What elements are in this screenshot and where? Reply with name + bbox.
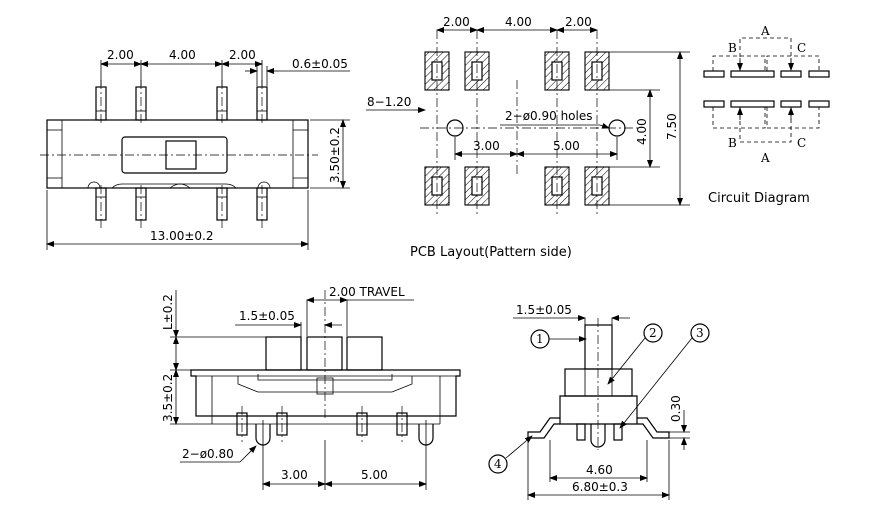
front-body [190, 369, 461, 417]
side-view: 1.5±0.05 1 2 3 4 0.30 4.60 6.80±0.3 [488, 303, 710, 500]
inner-width-dim: 4.60 [586, 463, 613, 477]
circuit-b-top: B [728, 41, 737, 55]
actuator-width-dim: 1.5±0.05 [239, 309, 295, 323]
side-actuator [584, 324, 613, 370]
top-pitch-right: 2.00 [229, 48, 256, 62]
actuator-height-dim: L±0.2 [161, 294, 175, 330]
actuator-left [265, 336, 302, 371]
callout-2: 2 [649, 326, 657, 340]
post-dia-dim: 2−ø0.80 [182, 447, 234, 461]
callout-1: 1 [536, 332, 544, 346]
circuit-caption: Circuit Diagram [708, 191, 810, 206]
slider-knob [165, 140, 197, 170]
bottom-pins [95, 185, 268, 228]
callout-4: 4 [494, 457, 502, 471]
slider-slot [121, 136, 228, 174]
pcb-overall: 7.50 [665, 113, 679, 140]
outer-width-dim: 6.80±0.3 [572, 480, 628, 494]
top-pins [95, 80, 268, 125]
front-body-height-dim: 3.5±0.2 [161, 374, 175, 422]
pin-width-dim: 0.6±0.05 [292, 57, 348, 71]
top-view: 2.00 4.00 2.00 0.6±0.05 3.50±0.2 13.00±0… [40, 48, 350, 250]
pcb-hole-left [446, 119, 464, 137]
pcb-caption: PCB Layout(Pattern side) [410, 245, 572, 260]
actuator-center [306, 336, 343, 371]
pcb-pitch-right: 2.00 [565, 15, 592, 29]
actuator-right [346, 336, 383, 371]
pad-row-spacing: 4.00 [635, 118, 649, 145]
hole-spacing-left: 3.00 [473, 139, 500, 153]
lead-thickness-dim: 0.30 [669, 395, 683, 422]
pcb-pitch-left: 2.00 [443, 15, 470, 29]
lead-right [637, 417, 670, 439]
holes-label: 2−ø0.90 holes [505, 109, 592, 123]
pcb-pitch-mid: 4.00 [505, 15, 532, 29]
callout-3: 3 [696, 326, 704, 340]
post-left-dim: 3.00 [281, 468, 308, 482]
circuit-a-bottom: A [760, 151, 770, 165]
pcb-layout: 2.00 4.00 2.00 8−1.20 2−ø0.90 holes 3.00… [366, 15, 690, 260]
circuit-c-bottom: C [797, 136, 806, 150]
circuit-a-top: A [760, 24, 770, 38]
circuit-b-bottom: B [728, 136, 737, 150]
top-pitch-left: 2.00 [107, 48, 134, 62]
travel-dim: 2.00 TRAVEL [329, 285, 405, 299]
switch-body-outline [46, 119, 309, 189]
lead-left [527, 417, 560, 439]
circuit-c-top: C [797, 41, 806, 55]
post-right-dim: 5.00 [361, 468, 388, 482]
top-pitch-mid: 4.00 [169, 48, 196, 62]
side-body [564, 368, 633, 397]
hole-spacing-right: 5.00 [553, 139, 580, 153]
front-view: 2.00 TRAVEL 1.5±0.05 L±0.2 3.5±0.2 2−ø0.… [161, 285, 461, 490]
body-length-dim: 13.00±0.2 [150, 229, 214, 243]
pad-size-label: 8−1.20 [367, 95, 411, 109]
side-actuator-width: 1.5±0.05 [516, 303, 572, 317]
circuit-diagram: A B C A B C Circuit Diagram [703, 24, 830, 206]
body-height-dim: 3.50±0.2 [328, 127, 342, 183]
